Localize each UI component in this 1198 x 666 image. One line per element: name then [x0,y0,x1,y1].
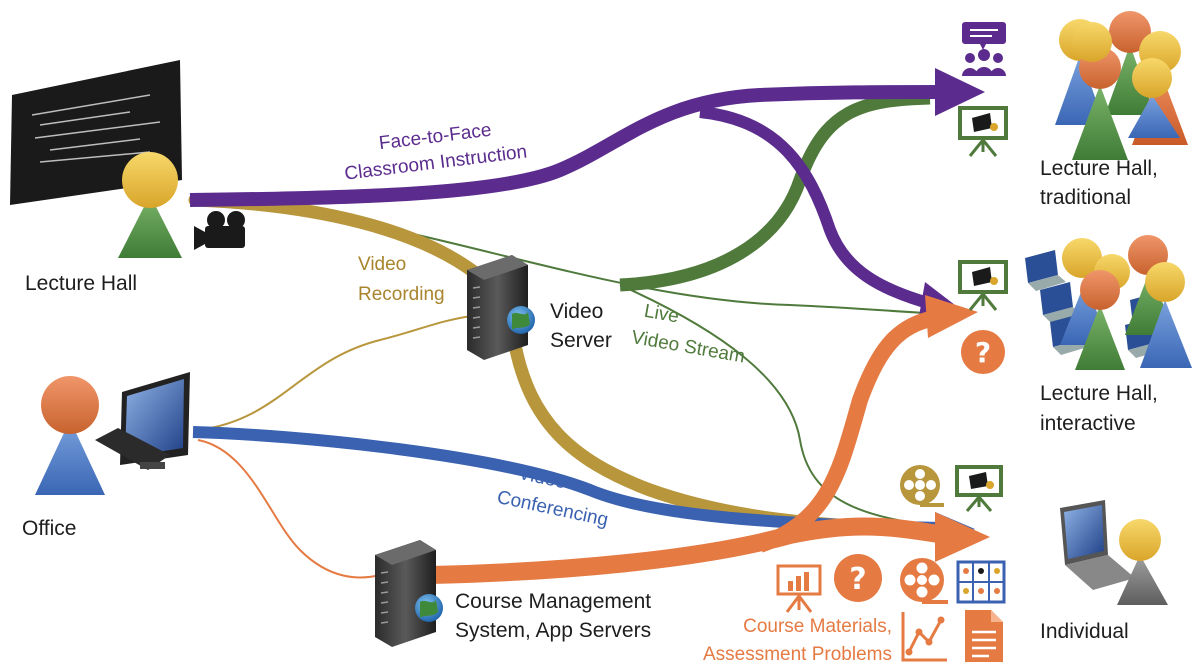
hall-interactive-label-1: Lecture Hall, [1040,382,1158,405]
face-to-face-branch [699,106,937,311]
office-label: Office [22,517,76,540]
presentation-board-icon [958,260,1008,311]
film-reel-icon [900,558,948,604]
thin-green-line-lower [619,284,961,529]
video-grid-icon [956,560,1006,604]
live-stream-label-2: Video Stream [630,327,747,368]
presentation-board-icon [958,106,1008,157]
cms-server-icon [375,540,443,647]
svg-text:?: ? [849,562,866,597]
video-recording-label-1: Video [358,254,406,275]
svg-text:?: ? [975,336,991,369]
course-materials-label-1: Course Materials, [743,616,892,637]
traditional-audience [1055,11,1188,160]
video-server-icon [467,255,535,360]
hall-traditional-label-2: traditional [1040,186,1131,209]
orange-arrowhead-low [935,512,990,562]
course-materials-label-2: Assessment Problems [703,644,892,665]
presentation-board-icon [955,465,1003,512]
video-conferencing-flow [192,426,941,534]
course-materials-branch [757,310,937,553]
interactive-audience [1025,235,1192,370]
live-stream-flow [619,91,931,292]
video-server-label-2: Server [550,329,612,352]
individual-label: Individual [1040,620,1129,643]
live-stream-label-1: Live [642,301,680,328]
question-mark-icon: ? [961,330,1005,374]
cms-label-2: System, App Servers [455,619,651,642]
individual-laptop-icon [1060,500,1135,590]
lecturer-person [118,152,182,258]
orange-arrowhead-mid [925,295,978,338]
question-mark-icon: ? [834,554,882,602]
bar-chart-board-icon [776,564,822,613]
line-chart-icon [901,612,947,662]
purple-arrowhead-top [935,68,985,116]
audience-icon [962,22,1006,76]
document-icon [965,610,1003,662]
video-server-label-1: Video [550,300,603,323]
video-conferencing-label-1: Video [517,463,569,494]
video-recording-label-2: Recording [358,284,445,305]
cms-label-1: Course Management [455,590,651,613]
hall-traditional-label-1: Lecture Hall, [1040,157,1158,180]
hall-interactive-label-2: interactive [1040,412,1136,435]
course-materials-flow [429,517,947,584]
thin-gold-line [197,314,479,431]
film-reel-icon [900,465,944,507]
individual-person [1117,519,1168,605]
video-camera-icon [194,211,245,250]
thin-orange-line [197,439,381,579]
face-to-face-flow [189,85,946,207]
office-person [35,376,105,495]
lecture-hall-label: Lecture Hall [25,272,137,295]
computer-icon [95,372,190,470]
